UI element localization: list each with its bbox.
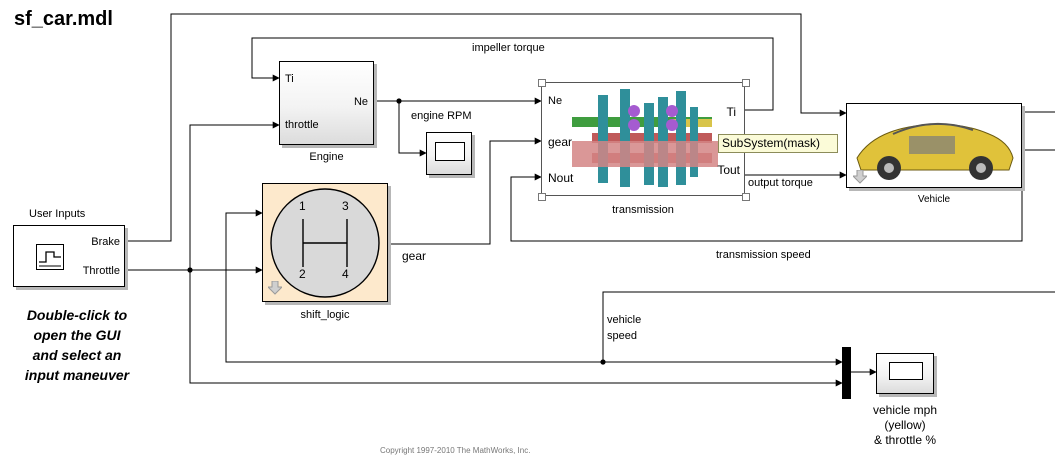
gear-3: 3: [342, 199, 349, 213]
shift-logic-label: shift_logic: [300, 309, 350, 321]
selection-handle[interactable]: [742, 79, 750, 87]
vehicle-mph-scope[interactable]: [876, 353, 934, 394]
scope-screen-icon: [435, 142, 465, 161]
gear-shifter-icon: [270, 188, 380, 298]
gear-signal-label: gear: [402, 249, 427, 263]
model-title: sf_car.mdl: [14, 8, 113, 30]
port-tout: Tout: [717, 163, 740, 177]
shift-logic-block[interactable]: 1 3 2 4: [262, 183, 388, 302]
transmission-speed-loop: [510, 150, 1023, 242]
copyright-text: Copyright 1997-2010 The MathWorks, Inc.: [380, 446, 531, 455]
car-cutaway-icon: [856, 122, 1014, 180]
port-gear: gear: [548, 135, 573, 149]
user-inputs-block[interactable]: Brake Throttle: [13, 225, 125, 287]
port-ne: Ne: [548, 95, 563, 107]
port-ti: Ti: [726, 105, 736, 119]
throttle-to-mux-line: [189, 270, 843, 387]
engine-label: Engine: [309, 151, 344, 163]
instruction-note: Double-click to open the GUI and select …: [24, 307, 130, 383]
engine-block[interactable]: Ti throttle Ne: [279, 61, 374, 145]
port-throttle: Throttle: [82, 265, 120, 277]
junction-dot: [187, 267, 193, 273]
gear-1: 1: [299, 199, 306, 213]
selection-handle[interactable]: [538, 193, 546, 201]
junction-dot: [600, 359, 606, 365]
gear-2: 2: [299, 267, 306, 281]
down-arrow-icon: [268, 281, 282, 295]
signal-builder-icon: [36, 244, 64, 270]
transmission-speed-label: transmission speed: [716, 249, 811, 261]
selection-handle[interactable]: [538, 79, 546, 87]
port-throttle: throttle: [285, 119, 319, 131]
engine-rpm-label: engine RPM: [411, 110, 472, 122]
output-torque-label: output torque: [748, 177, 813, 189]
vehicle-label: Vehicle: [917, 194, 951, 205]
vehicle-speed-label: vehicle speed: [607, 314, 642, 342]
mux-block[interactable]: [842, 347, 851, 399]
engine-rpm-scope[interactable]: [426, 132, 472, 175]
gear-line: [388, 137, 542, 245]
selection-handle[interactable]: [742, 193, 750, 201]
throttle-to-engine-line: [189, 121, 280, 270]
impeller-torque-line: [251, 37, 774, 111]
vehicle-block[interactable]: [846, 103, 1022, 188]
down-arrow-icon: [853, 170, 867, 184]
user-inputs-label: User Inputs: [29, 208, 86, 220]
impeller-torque-label: impeller torque: [472, 42, 545, 54]
block-type-tooltip: SubSystem(mask): [718, 134, 838, 153]
transmission-block[interactable]: Ne gear Nout Ti Tout: [541, 82, 745, 196]
gearbox-icon: [572, 89, 718, 187]
gear-4: 4: [342, 267, 349, 281]
vehicle-speed-to-shift-line: [225, 209, 603, 363]
transmission-label: transmission: [612, 204, 674, 216]
vehicle-mph-scope-label: vehicle mph (yellow) & throttle %: [872, 403, 938, 447]
engine-rpm-line: [398, 101, 427, 157]
port-brake: Brake: [91, 236, 120, 248]
vehicle-speed-line: [602, 291, 1055, 366]
port-ne: Ne: [353, 96, 368, 108]
port-ti: Ti: [285, 73, 294, 85]
scope-screen-icon: [889, 362, 923, 380]
port-nout: Nout: [548, 171, 574, 185]
junction-dot: [396, 98, 402, 104]
brake-line: [125, 13, 847, 242]
